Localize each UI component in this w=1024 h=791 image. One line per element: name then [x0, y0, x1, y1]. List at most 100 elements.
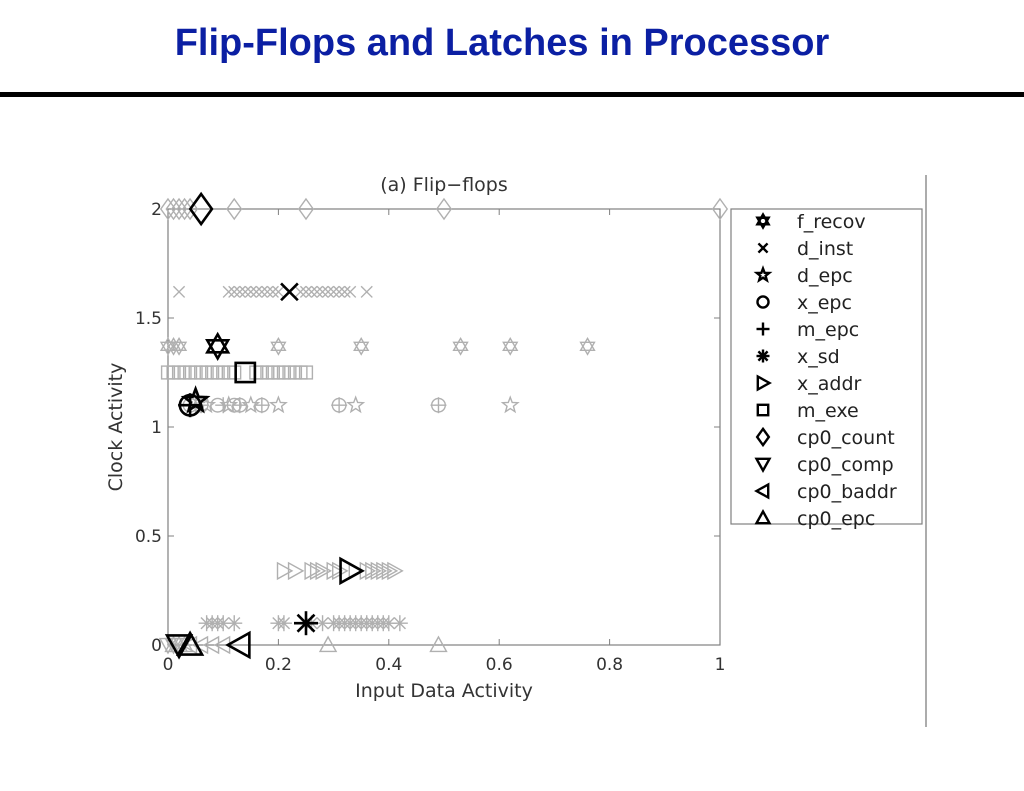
data-point-m_epc	[430, 397, 447, 414]
legend-label-x_addr: x_addr	[797, 373, 862, 395]
data-point-x_addr	[304, 561, 321, 581]
data-point-m_epc	[331, 397, 348, 414]
data-point-m_epc	[215, 397, 232, 414]
legend-marker-cp0_count	[755, 426, 771, 448]
highlight-point-cp0_comp	[164, 634, 194, 660]
data-point-f_recov	[270, 336, 287, 356]
data-point-cp0_count	[435, 197, 453, 221]
data-point-d_inst	[266, 285, 279, 298]
data-point-d_epc	[241, 395, 261, 414]
highlight-point-x_sd	[294, 611, 318, 636]
data-point-d_inst	[244, 285, 257, 298]
data-point-x_sd	[275, 615, 292, 632]
data-point-d_inst	[228, 285, 241, 298]
legend-marker-x_epc	[756, 295, 770, 309]
data-point-cp0_count	[297, 197, 315, 221]
legend-marker-x_addr	[756, 374, 772, 392]
data-point-x_addr	[309, 561, 327, 581]
data-point-d_epc	[500, 395, 520, 414]
data-point-x_addr	[287, 561, 305, 581]
data-point-m_exe	[227, 365, 242, 380]
y-tick-label: 0.5	[135, 527, 162, 547]
data-point-d_inst	[239, 285, 252, 298]
data-point-cp0_count	[165, 197, 182, 221]
data-point-x_addr	[381, 561, 399, 581]
data-point-cp0_count	[182, 197, 199, 221]
data-point-x_addr	[376, 561, 393, 581]
x-tick-label: 0.8	[596, 655, 623, 675]
legend-marker-m_epc	[756, 322, 770, 336]
data-point-x_addr	[365, 561, 382, 581]
data-point-f_recov	[452, 336, 469, 356]
highlight-point-f_recov	[205, 331, 231, 361]
data-point-x_addr	[370, 561, 388, 581]
legend-marker-d_epc	[753, 265, 773, 284]
highlight-point-m_epc	[178, 393, 203, 418]
data-point-cp0_epc	[429, 635, 448, 653]
highlight-point-cp0_epc	[175, 630, 205, 656]
legend-label-f_recov: f_recov	[797, 211, 866, 233]
highlight-point-m_exe	[234, 361, 257, 384]
data-point-cp0_count	[170, 197, 188, 221]
data-point-d_inst	[333, 285, 346, 298]
data-point-f_recov	[579, 336, 596, 356]
data-point-x_sd	[226, 615, 243, 632]
data-point-x_sd	[391, 615, 408, 632]
data-point-d_inst	[310, 285, 324, 298]
x-axis-label: Input Data Activity	[355, 680, 533, 702]
data-point-d_inst	[360, 285, 373, 298]
data-point-cp0_count	[159, 197, 177, 221]
data-point-x_addr	[315, 561, 333, 581]
y-axis-label: Clock Activity	[105, 363, 127, 492]
data-point-d_inst	[261, 285, 274, 298]
data-point-d_inst	[299, 285, 313, 298]
data-point-cp0_epc	[318, 635, 338, 653]
data-point-cp0_count	[176, 197, 193, 221]
legend-label-cp0_count: cp0_count	[797, 427, 895, 449]
title-rule	[0, 92, 1024, 97]
legend-label-d_epc: d_epc	[797, 265, 853, 287]
y-tick-label: 2	[151, 200, 162, 220]
highlight-point-x_addr	[339, 556, 365, 586]
y-tick-label: 0	[151, 636, 162, 656]
data-point-d_inst	[305, 285, 318, 298]
y-tick-label: 1	[151, 418, 162, 438]
data-point-d_inst	[344, 285, 357, 298]
data-point-cp0_count	[711, 197, 729, 221]
highlight-point-cp0_baddr	[225, 630, 251, 660]
data-point-cp0_count	[226, 197, 243, 221]
x-tick-label: 0.6	[486, 655, 513, 675]
data-point-d_inst	[222, 285, 235, 298]
x-tick-label: 0	[163, 655, 174, 675]
legend-marker-cp0_epc	[754, 509, 772, 525]
data-point-d_epc	[346, 395, 366, 414]
data-point-d_inst	[321, 285, 335, 298]
data-point-d_inst	[233, 285, 246, 298]
chart-title: (a) Flip−flops	[380, 174, 508, 196]
x-tick-label: 0.2	[265, 655, 292, 675]
legend-marker-cp0_comp	[754, 457, 772, 473]
legend-label-x_epc: x_epc	[797, 292, 852, 314]
data-point-cp0_epc	[175, 635, 194, 653]
legend-label-cp0_baddr: cp0_baddr	[797, 481, 897, 503]
legend-label-d_inst: d_inst	[797, 238, 853, 260]
data-point-d_inst	[272, 285, 285, 298]
legend-label-x_sd: x_sd	[797, 346, 840, 368]
data-point-d_inst	[172, 285, 186, 298]
data-point-f_recov	[502, 336, 519, 356]
data-point-d_inst	[255, 285, 268, 298]
data-point-d_inst	[327, 285, 340, 298]
data-point-x_addr	[326, 561, 344, 581]
axes-box	[167, 208, 721, 646]
x-tick-label: 0.4	[375, 655, 402, 675]
slide-title: Flip-Flops and Latches in Processor	[174, 22, 830, 64]
legend-marker-m_exe	[756, 403, 770, 417]
data-point-cp0_baddr	[202, 635, 220, 655]
legend-label-m_epc: m_epc	[797, 319, 859, 341]
legend-label-m_exe: m_exe	[797, 400, 859, 422]
data-point-x_addr	[276, 561, 294, 581]
legend-label-cp0_epc: cp0_epc	[797, 508, 875, 530]
data-point-x_addr	[387, 561, 404, 581]
legend-marker-x_sd	[756, 349, 770, 363]
